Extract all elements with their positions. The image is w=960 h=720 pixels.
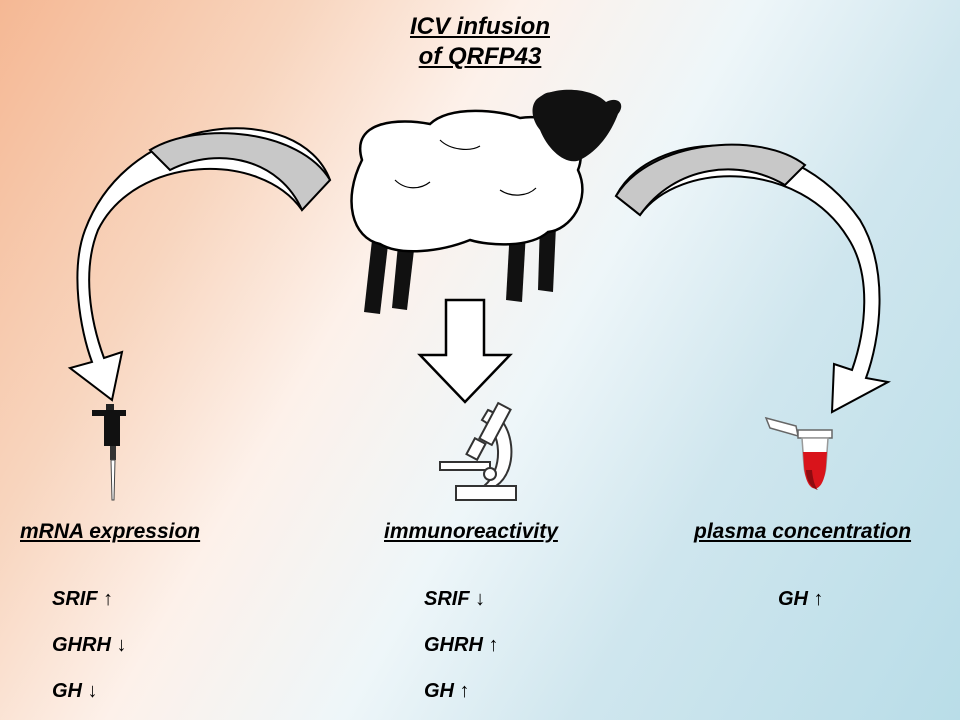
- heading-plasma-concentration: plasma concentration: [694, 520, 912, 543]
- blood-tube-icon: [764, 416, 833, 490]
- mrna-item-srif: SRIF ↑: [52, 588, 114, 610]
- pipette-icon: [92, 404, 126, 501]
- heading-immunoreactivity: immunoreactivity: [384, 520, 558, 543]
- diagram-title: ICV infusion of QRFP43: [340, 12, 620, 72]
- sheep-icon: [350, 89, 622, 314]
- mrna-item-ghrh: GHRH ↓: [52, 634, 127, 656]
- immuno-item-srif: SRIF ↓: [424, 588, 486, 610]
- title-line-1: ICV infusion: [410, 13, 550, 40]
- heading-mrna-expression: mRNA expression: [20, 520, 201, 543]
- right-curved-arrow: [614, 143, 891, 414]
- mrna-item-gh: GH ↓: [52, 680, 98, 702]
- left-curved-arrow: [67, 127, 332, 402]
- plasma-item-gh: GH ↑: [778, 588, 824, 610]
- immuno-item-ghrh: GHRH ↑: [424, 634, 499, 656]
- down-arrow: [417, 298, 513, 404]
- immuno-item-gh: GH ↑: [424, 680, 470, 702]
- microscope-icon: [439, 401, 517, 501]
- title-line-2: of QRFP43: [418, 43, 542, 70]
